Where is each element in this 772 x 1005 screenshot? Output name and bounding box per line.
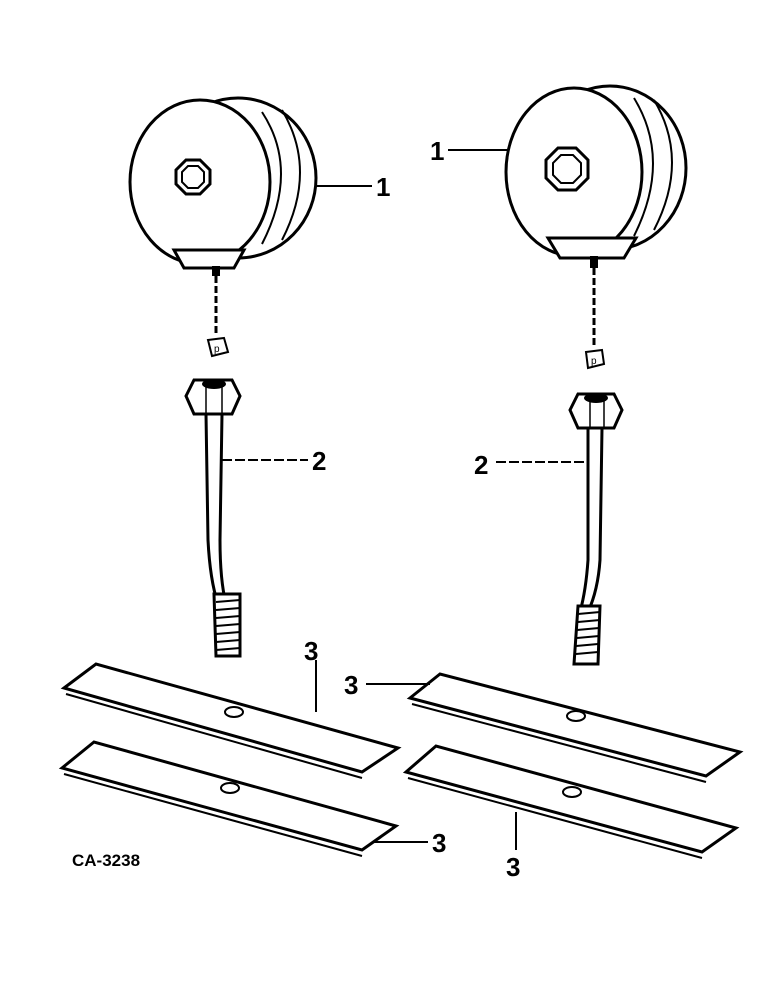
left-lower-plate — [58, 740, 400, 857]
right-lower-plate — [402, 744, 740, 859]
right-upper-plate-callout: 3 — [344, 670, 358, 700]
left-upper-plate — [60, 662, 402, 779]
right-lamp: p — [504, 84, 688, 370]
left-lower-plate-callout: 3 — [432, 828, 446, 858]
left-upper-plate-callout: 3 — [304, 636, 318, 666]
right-bolt-callout: 2 — [474, 450, 488, 480]
right-upper-plate — [406, 672, 744, 783]
svg-text:p: p — [591, 356, 597, 367]
left-bolt — [184, 378, 242, 658]
left-bolt-callout: 2 — [312, 446, 326, 476]
left-lamp: p — [128, 96, 318, 358]
figure-code: CA-3238 — [72, 851, 140, 870]
left-lamp-callout: 1 — [376, 172, 390, 202]
right-bolt — [568, 392, 624, 666]
svg-text:p: p — [214, 344, 220, 355]
right-lower-plate-callout: 3 — [506, 852, 520, 882]
right-lamp-callout: 1 — [430, 136, 444, 166]
